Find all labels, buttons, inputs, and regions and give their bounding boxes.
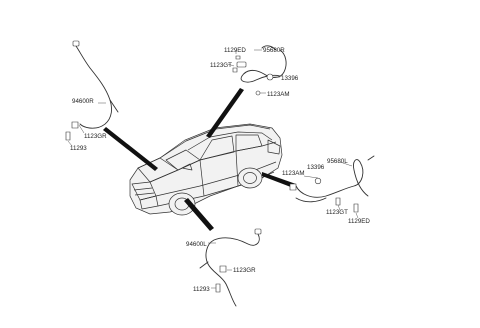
rear-right-bolt-a-icon [335,197,341,206]
rear-left-bolt-icon [215,283,221,293]
callout-arrow-front-right [206,88,244,138]
label-front-left-bolt: 11293 [70,145,87,152]
front-left-harness-wire [75,45,113,129]
front-left-harness-connector [72,40,80,47]
front-left-harness-group: 94600R 1123GR 11293 [65,40,119,152]
front-right-sensor-connector [236,61,247,68]
rear-left-clip-icon [219,265,227,273]
rear-right-sensor-group: 1123AM 13396 95680L 1123GT 1129ED [282,155,375,225]
front-right-sensor-group: 95680R 1129ED 1123GT 13396 1123AM [210,45,299,98]
front-right-sensor-wire [240,49,287,83]
rear-left-harness-connector [254,228,262,235]
label-rear-right-sensor: 95680L [327,158,348,165]
callout-arrow-front-left [103,127,158,171]
label-rear-right-bolt-a: 1123GT [326,209,348,216]
label-rear-left-harness: 94600L [186,241,207,248]
rear-right-sensor-wire [295,159,369,198]
vehicle-illustration [129,123,283,216]
rear-right-nut-icon [314,177,322,185]
rear-right-bolt-b-icon [353,203,359,213]
front-right-clip-icon [255,90,261,96]
front-right-nut-icon [266,73,274,81]
label-rear-left-clip: 1123GR [233,267,256,274]
label-front-right-clip: 1123AM [267,91,290,98]
label-front-right-bolt-a: 1129ED [224,47,246,54]
label-rear-right-clip: 1123AM [282,170,305,177]
label-rear-right-nut: 13396 [307,164,325,171]
callout-arrow-rear-right [262,172,296,189]
callout-arrow-rear-left [184,198,214,231]
rear-left-harness-wire [205,233,260,307]
label-rear-left-bolt: 11293 [193,286,210,293]
label-front-left-clip: 1123GR [84,133,107,140]
front-left-clip-icon [71,121,79,129]
label-rear-right-bolt-b: 1129ED [348,218,370,225]
label-front-right-nut: 13396 [281,75,299,82]
label-front-right-sensor: 95680R [263,47,285,54]
label-front-left-harness: 94600R [72,98,94,105]
label-front-right-bolt-b: 1123GT [210,62,232,69]
rear-right-clip-icon [289,183,297,191]
rear-left-harness-group: 94600L 1123GR 11293 [186,228,262,307]
front-left-bolt-icon [65,131,71,141]
